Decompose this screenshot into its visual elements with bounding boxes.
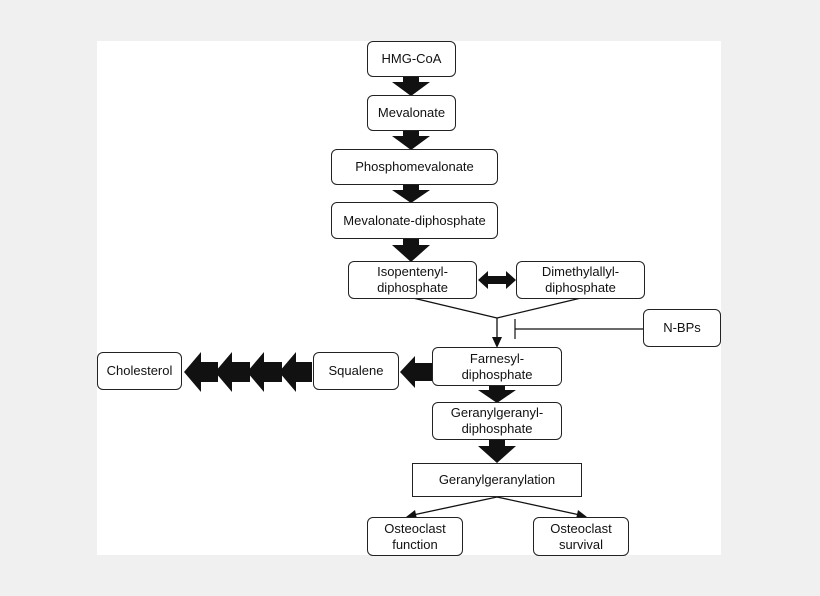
arrow-hmgcoa-to-mevalonate <box>392 77 430 96</box>
chevron-arrow-2 <box>247 352 282 392</box>
node-phosphomevalonate: Phosphomevalonate <box>331 149 498 185</box>
node-osteoclast-function: Osteoclast function <box>367 517 463 556</box>
chevron-arrow-4 <box>184 352 218 392</box>
arrow-farnesyl-to-squalene <box>400 356 432 388</box>
arrow-farnesyl-to-geranylgeranyl <box>478 386 516 403</box>
arrow-mevalonate-to-phosphomevalonate <box>392 131 430 150</box>
arrowhead-osteoclast-survival <box>576 510 587 519</box>
node-isopentenyl-diphosphate: Isopentenyl- diphosphate <box>348 261 477 299</box>
node-n-bps: N-BPs <box>643 309 721 347</box>
node-mevalonate: Mevalonate <box>367 95 456 131</box>
node-dimethylallyl-diphosphate: Dimethylallyl- diphosphate <box>516 261 645 299</box>
node-osteoclast-survival: Osteoclast survival <box>533 517 629 556</box>
line-to-osteoclast-function <box>412 496 498 516</box>
node-hmg-coa: HMG-CoA <box>367 41 456 77</box>
chevron-arrow-1 <box>279 352 312 392</box>
line-isopentenyl-to-junction <box>412 297 498 319</box>
line-dimethylallyl-to-junction <box>496 297 582 319</box>
arrowhead-osteoclast-function <box>406 510 417 519</box>
arrow-geranylgeranyl-to-geranylgeranylation <box>478 440 516 463</box>
node-geranylgeranyl-diphosphate: Geranylgeranyl- diphosphate <box>432 402 562 440</box>
arrowhead-farnesyl <box>492 337 502 348</box>
node-cholesterol: Cholesterol <box>97 352 182 390</box>
chevron-arrow-3 <box>215 352 250 392</box>
node-farnesyl-diphosphate: Farnesyl- diphosphate <box>432 347 562 386</box>
arrow-phosphomevalonate-to-mevdiphosphate <box>392 185 430 203</box>
node-squalene: Squalene <box>313 352 399 390</box>
node-mevalonate-diphosphate: Mevalonate-diphosphate <box>331 202 498 239</box>
node-geranylgeranylation: Geranylgeranylation <box>412 463 582 497</box>
line-to-osteoclast-survival <box>496 496 581 516</box>
arrow-mevdiphosphate-to-isopentenyl <box>392 239 430 262</box>
arrow-isomerase-double <box>478 271 516 289</box>
